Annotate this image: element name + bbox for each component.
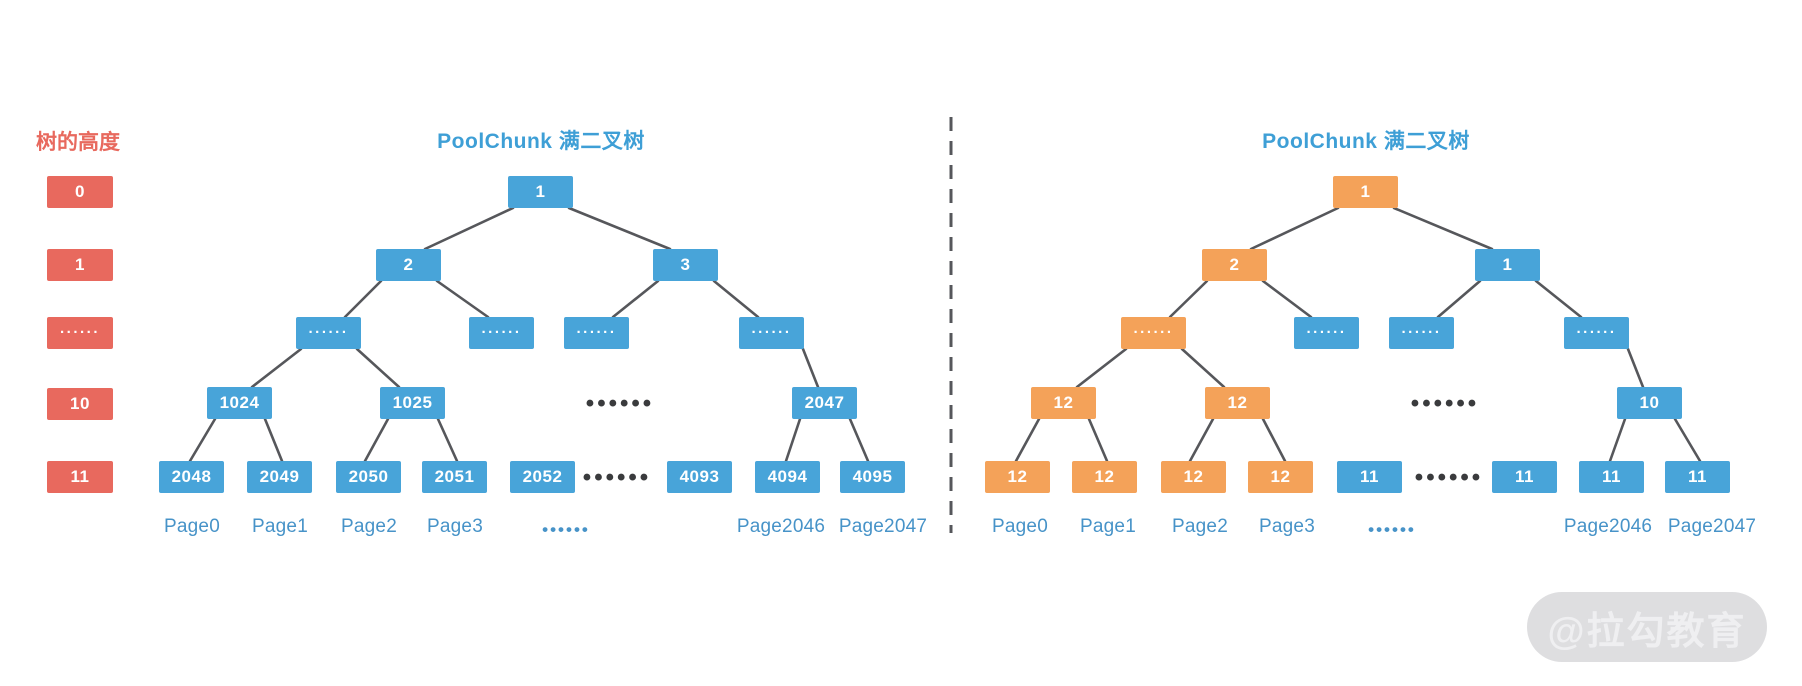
left-node-2049: 2049	[247, 461, 312, 493]
lagou-education-watermark: @拉勾教育	[1527, 592, 1767, 662]
right-tree-title: PoolChunk 满二叉树	[1262, 130, 1470, 153]
left-node-2048: 2048	[159, 461, 224, 493]
left-page2046-label: Page2046	[736, 516, 826, 537]
left-node-4094: 4094	[755, 461, 820, 493]
right-page2-label: Page2	[1172, 516, 1228, 537]
edges-right-tree	[1014, 206, 1702, 463]
left-node-dots-1: ......	[469, 317, 534, 349]
right-page3-label: Page3	[1259, 516, 1315, 537]
legend-box-height-10: 10	[47, 388, 113, 420]
left-node-4095: 4095	[840, 461, 905, 493]
left-page3-label: Page3	[427, 516, 483, 537]
left-node-3: 3	[653, 249, 718, 281]
left-page1-label: Page1	[252, 516, 308, 537]
right-node-root-1: 1	[1333, 176, 1398, 208]
right-page2046-label: Page2046	[1563, 516, 1653, 537]
left-node-dots-3: ......	[739, 317, 804, 349]
right-leaf-11-1: 11	[1492, 461, 1557, 493]
right-leaf-11-3: 11	[1665, 461, 1730, 493]
left-node-2051: 2051	[422, 461, 487, 493]
legend-box-height-11: 11	[47, 461, 113, 493]
right-leaf-12-0: 12	[985, 461, 1050, 493]
right-node-2: 2	[1202, 249, 1267, 281]
legend-box-height-0: 0	[47, 176, 113, 208]
left-tree-title: PoolChunk 满二叉树	[437, 130, 645, 153]
left-page0-label: Page0	[164, 516, 220, 537]
right-leaf-12-2: 12	[1161, 461, 1226, 493]
right-page1-label: Page1	[1080, 516, 1136, 537]
left-page2-label: Page2	[341, 516, 397, 537]
right-node-dots-1: ......	[1294, 317, 1359, 349]
legend-height-title: 树的高度	[36, 131, 120, 154]
left-leaves-ellipsis: ••••••	[582, 464, 652, 491]
right-leaf-11-2: 11	[1579, 461, 1644, 493]
left-node-1024: 1024	[207, 387, 272, 419]
legend-box-height-ellipsis: ......	[47, 317, 113, 349]
right-node-dots-0: ......	[1121, 317, 1186, 349]
right-node-dots-2: ......	[1389, 317, 1454, 349]
right-leaf-12-3: 12	[1248, 461, 1313, 493]
left-pages-ellipsis: ••••••	[542, 520, 590, 539]
left-node-1025: 1025	[380, 387, 445, 419]
left-node-2052: 2052	[510, 461, 575, 493]
edges-left-tree	[188, 206, 870, 463]
left-level3-ellipsis: ••••••	[585, 390, 655, 417]
right-node-12-a: 12	[1031, 387, 1096, 419]
right-node-dots-3: ......	[1564, 317, 1629, 349]
right-level3-ellipsis: ••••••	[1410, 390, 1480, 417]
right-leaves-ellipsis: ••••••	[1414, 464, 1484, 491]
right-leaf-11-0: 11	[1337, 461, 1402, 493]
left-node-dots-0: ......	[296, 317, 361, 349]
left-node-dots-2: ......	[564, 317, 629, 349]
right-page2047-label: Page2047	[1667, 516, 1757, 537]
left-node-2: 2	[376, 249, 441, 281]
left-node-root-1: 1	[508, 176, 573, 208]
left-node-2050: 2050	[336, 461, 401, 493]
left-node-4093: 4093	[667, 461, 732, 493]
left-page2047-label: Page2047	[838, 516, 928, 537]
right-page0-label: Page0	[992, 516, 1048, 537]
left-node-2047: 2047	[792, 387, 857, 419]
right-node-12-b: 12	[1205, 387, 1270, 419]
right-node-1: 1	[1475, 249, 1540, 281]
right-pages-ellipsis: ••••••	[1368, 520, 1416, 539]
right-leaf-12-1: 12	[1072, 461, 1137, 493]
legend-box-height-1: 1	[47, 249, 113, 281]
right-node-10: 10	[1617, 387, 1682, 419]
